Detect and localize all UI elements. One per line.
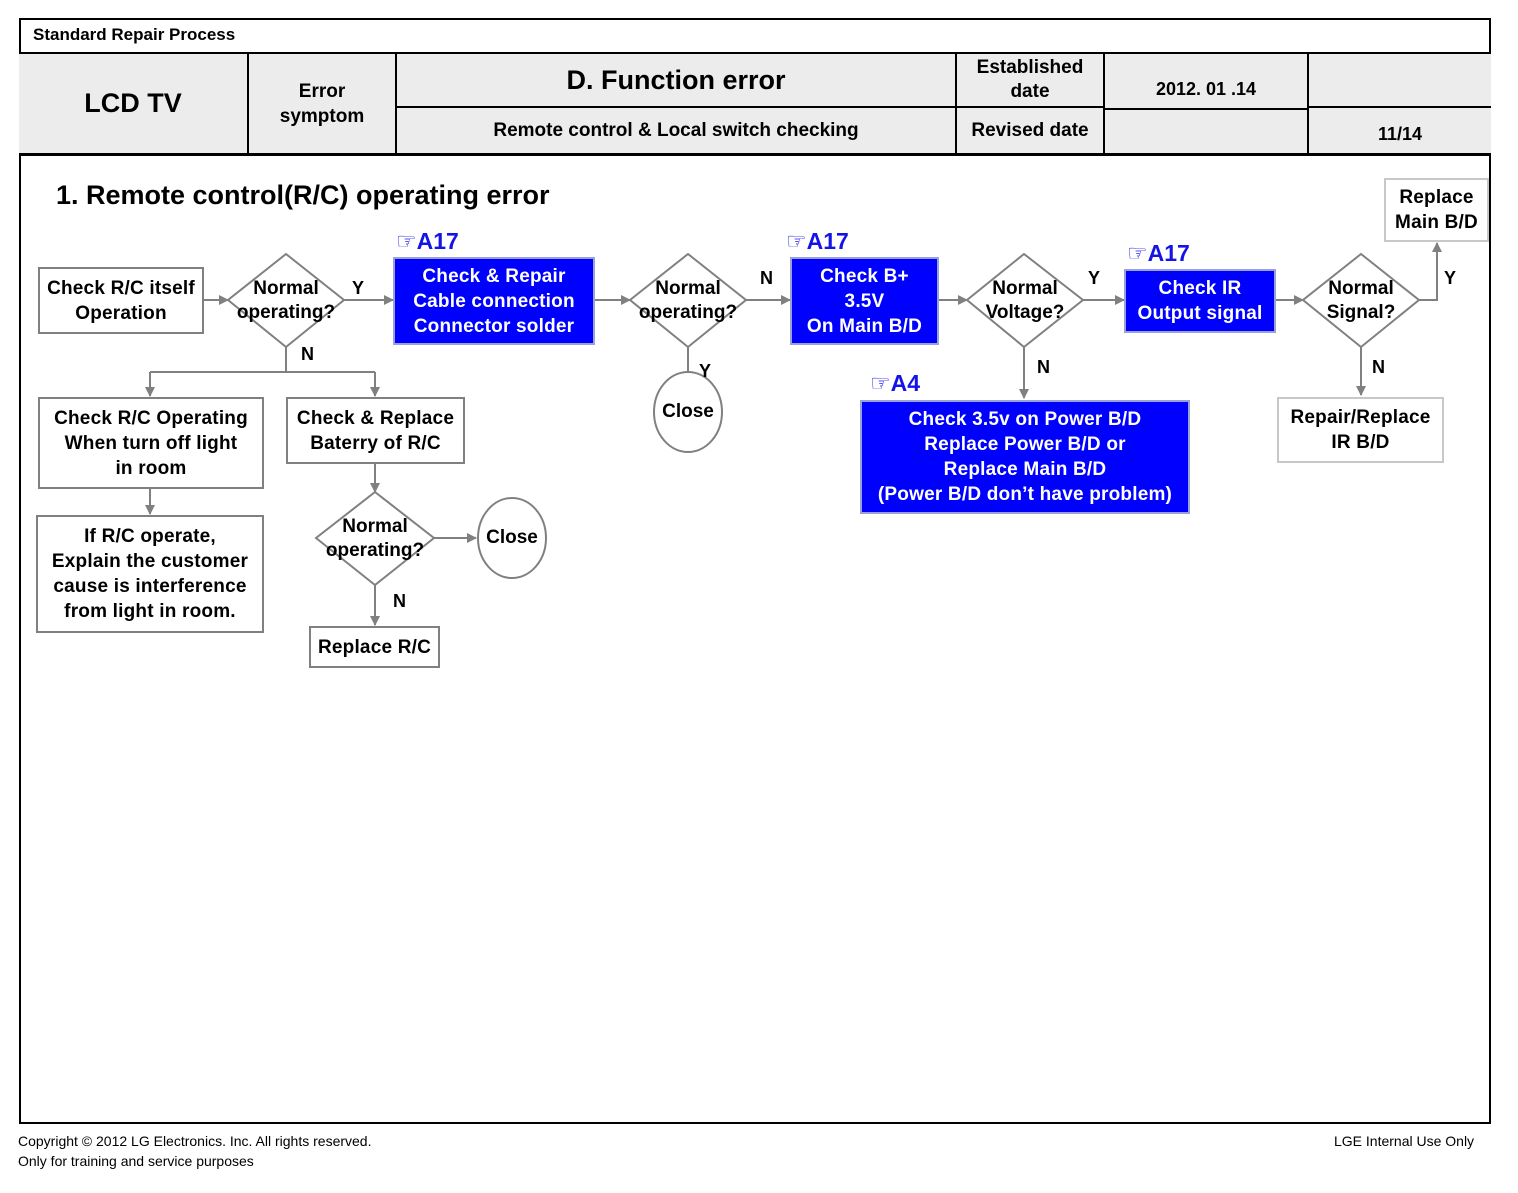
footer-copyright: Copyright © 2012 LG Electronics. Inc. Al… (18, 1133, 372, 1169)
error-title-cell: D. Function error (397, 54, 957, 108)
label-n-decision1: N (301, 344, 314, 364)
established-label-cell: Established date (957, 54, 1105, 108)
error-label-cell: Error symptom (249, 54, 397, 156)
replace-main-box: Replace Main B/D (1384, 178, 1489, 242)
decision-1-label: Normal operating? (236, 278, 336, 323)
check-rc-light-box: Check R/C Operating When turn off light … (38, 397, 264, 489)
product-cell: LCD TV (19, 54, 249, 156)
ref-a17-bplus: ☞A17 (786, 228, 849, 254)
label-n-voltage: N (1037, 357, 1050, 377)
decision-voltage-label: Normal Voltage? (985, 278, 1065, 323)
decision-diamond-voltage (965, 252, 1085, 349)
label-y-decision1: Y (352, 278, 365, 298)
decision-diamond-2 (628, 252, 748, 349)
close-ellipse-1 (653, 371, 723, 453)
check-power-box: Check 3.5v on Power B/D Replace Power B/… (860, 400, 1190, 514)
label-y-decision2: Y (699, 361, 712, 381)
replace-rc-box: Replace R/C (309, 626, 440, 668)
decision-3-label: Normal operating? (325, 516, 425, 561)
header-blank-cell (1309, 54, 1491, 108)
close-label-1: Close (662, 401, 714, 422)
ref-a17-ir: ☞A17 (1127, 240, 1190, 266)
decision-diamond-3 (314, 490, 436, 587)
decision-diamond-1 (226, 252, 346, 349)
process-title: Standard Repair Process (19, 18, 1491, 54)
page-frame (19, 18, 1491, 1124)
revised-label-cell: Revised date (957, 108, 1105, 156)
check-battery-box: Check & Replace Baterry of R/C (286, 397, 465, 464)
check-rc-itself-box: Check R/C itself Operation (38, 267, 204, 334)
close-label-2: Close (486, 527, 538, 548)
ref-a17-cable: ☞A17 (396, 228, 459, 254)
header-table: Standard Repair Process LCD TV Error sym… (19, 18, 1491, 158)
decision-signal-label: Normal Signal? (1326, 278, 1396, 323)
revised-value-cell (1105, 108, 1309, 156)
decision-diamond-signal (1301, 252, 1421, 349)
label-y-signal: Y (1444, 268, 1457, 288)
label-y-voltage: Y (1088, 268, 1101, 288)
explain-customer-box: If R/C operate, Explain the customer cau… (36, 515, 264, 633)
label-n-decision3: N (393, 591, 406, 611)
ref-a4-power: ☞A4 (870, 370, 921, 396)
error-subtitle-cell: Remote control & Local switch checking (397, 108, 957, 156)
decision-2-label: Normal operating? (638, 278, 738, 323)
page-number-cell: 11/14 (1309, 108, 1491, 156)
arrow-signal-to-replace-main (1419, 242, 1442, 301)
repair-ir-box: Repair/Replace IR B/D (1277, 397, 1444, 463)
check-bplus-box: Check B+ 3.5V On Main B/D (790, 257, 939, 345)
check-repair-cable-box: Check & Repair Cable connection Connecto… (393, 257, 595, 345)
footer-internal: LGE Internal Use Only (1334, 1133, 1475, 1149)
section-title: 1. Remote control(R/C) operating error (56, 180, 550, 210)
check-ir-box: Check IR Output signal (1124, 269, 1276, 333)
close-ellipse-2 (477, 497, 547, 579)
label-n-decision2: N (760, 268, 773, 288)
label-n-signal: N (1372, 357, 1385, 377)
